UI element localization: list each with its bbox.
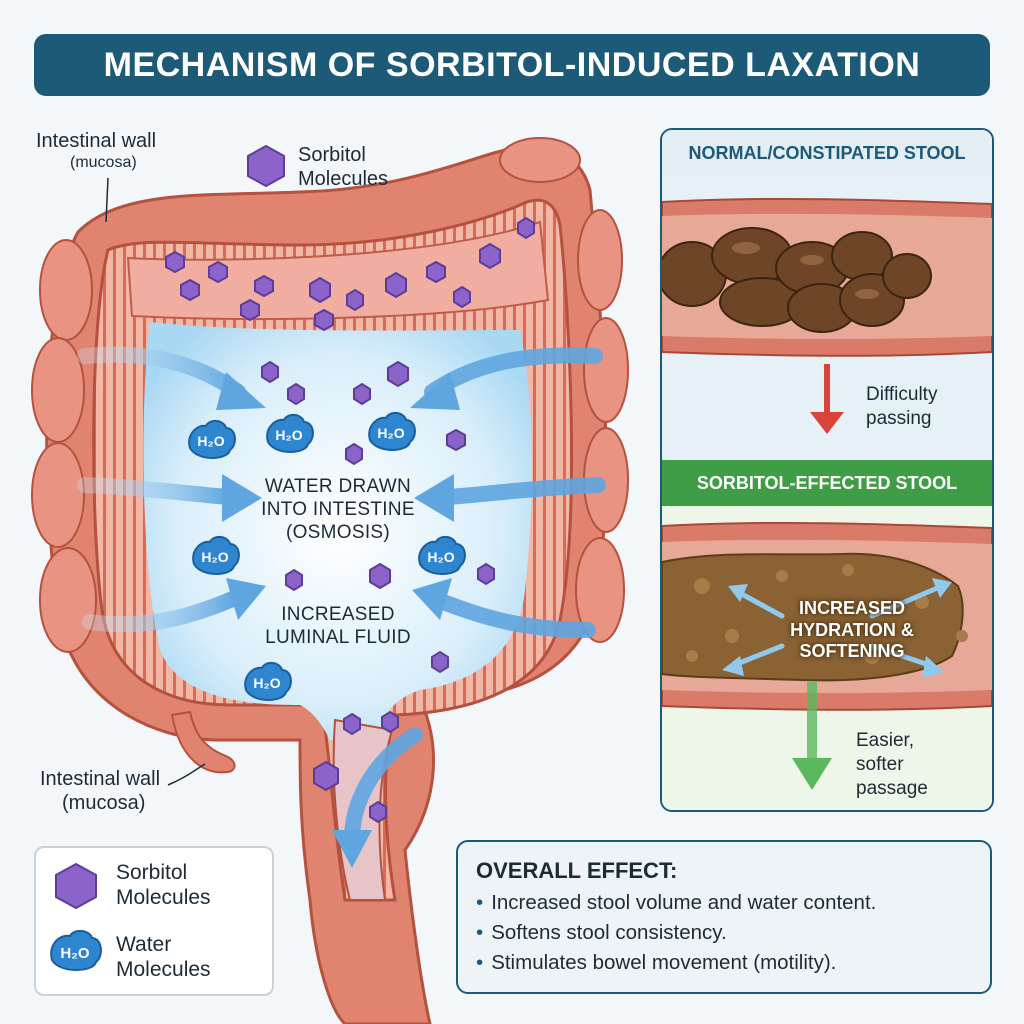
overall-effect-list: Increased stool volume and water content…: [476, 888, 876, 978]
softened-stool-illustration: [662, 506, 992, 810]
h2o-label: H₂O: [201, 549, 228, 565]
legend-h2o-label: H₂O: [60, 945, 89, 962]
legend-sorbitol-1: Sorbitol: [116, 861, 188, 884]
wall-bottom-label: Intestinal wall: [40, 768, 161, 790]
hydration-line1: INCREASED: [798, 598, 905, 618]
sorbitol-molecule-group: [165, 216, 535, 824]
intestinal-lumen: [143, 322, 532, 740]
sorbitol-top-label-2: Molecules: [298, 168, 389, 190]
sorbitol-top-label-1: Sorbitol: [298, 144, 366, 166]
hydration-line2: HYDRATION &: [790, 619, 914, 640]
luminal-fluid-label: INCREASED LUMINAL FLUID: [228, 604, 448, 650]
legend-water-2: Molecules: [116, 958, 211, 981]
sorbitol-stool-header: SORBITOL-EFFECTED STOOL: [662, 460, 992, 506]
h2o-label: H₂O: [253, 675, 280, 691]
effect-item: Softens stool consistency.: [476, 918, 876, 948]
normal-stool-header: NORMAL/CONSTIPATED STOOL: [662, 130, 992, 178]
difficulty-note-2: passing: [866, 408, 932, 429]
wall-top-label: Intestinal wall: [36, 130, 157, 152]
legend-box: Sorbitol Molecules H₂O Water Molecules: [34, 846, 274, 996]
water-molecules: H₂O H₂O H₂O H₂O H₂O H₂O: [188, 412, 466, 701]
h2o-label: H₂O: [377, 425, 404, 441]
effect-item: Increased stool volume and water content…: [476, 888, 876, 918]
overall-effect-box: OVERALL EFFECT: Increased stool volume a…: [456, 840, 992, 994]
intestine-diagram: H₂O H₂O H₂O H₂O H₂O H₂O: [31, 137, 629, 1024]
wall-bottom-sublabel: (mucosa): [62, 792, 146, 814]
page-title: MECHANISM OF SORBITOL-INDUCED LAXATION: [34, 34, 990, 96]
difficulty-note-1: Difficulty: [866, 384, 938, 405]
constipated-stool-illustration: [662, 176, 992, 460]
effect-item: Stimulates bowel movement (motility).: [476, 948, 876, 978]
hydration-label: INCREASED HYDRATION & SOFTENING: [762, 598, 942, 663]
osmosis-label: WATER DRAWN INTO INTESTINE (OSMOSIS): [228, 476, 448, 544]
overall-effect-title: OVERALL EFFECT:: [476, 858, 678, 883]
legend-water-1: Water: [116, 933, 172, 956]
h2o-label: H₂O: [197, 433, 224, 449]
water-legend-icon: H₂O: [50, 930, 102, 971]
luminal-label-line1: INCREASED: [281, 604, 395, 625]
h2o-label: H₂O: [275, 427, 302, 443]
easier-note-2: softer: [856, 754, 904, 775]
h2o-label: H₂O: [427, 549, 454, 565]
osmosis-label-line2: INTO INTESTINE: [261, 498, 415, 520]
luminal-label-line2: LUMINAL FLUID: [265, 626, 411, 648]
wall-top-sublabel: (mucosa): [70, 154, 137, 171]
easier-note-3: passage: [856, 778, 928, 799]
osmosis-label-line3: (OSMOSIS): [285, 521, 391, 543]
hydration-line3: SOFTENING: [799, 641, 905, 662]
sorbitol-icon: [247, 144, 285, 188]
easier-note-1: Easier,: [856, 730, 915, 751]
stool-comparison-panel: NORMAL/CONSTIPATED STOOL Difficulty pass…: [660, 128, 994, 812]
appendix: [170, 710, 236, 774]
osmosis-label-line1: WATER DRAWN: [264, 476, 412, 497]
sorbitol-legend-icon: [55, 862, 97, 910]
legend-sorbitol-2: Molecules: [116, 886, 211, 909]
